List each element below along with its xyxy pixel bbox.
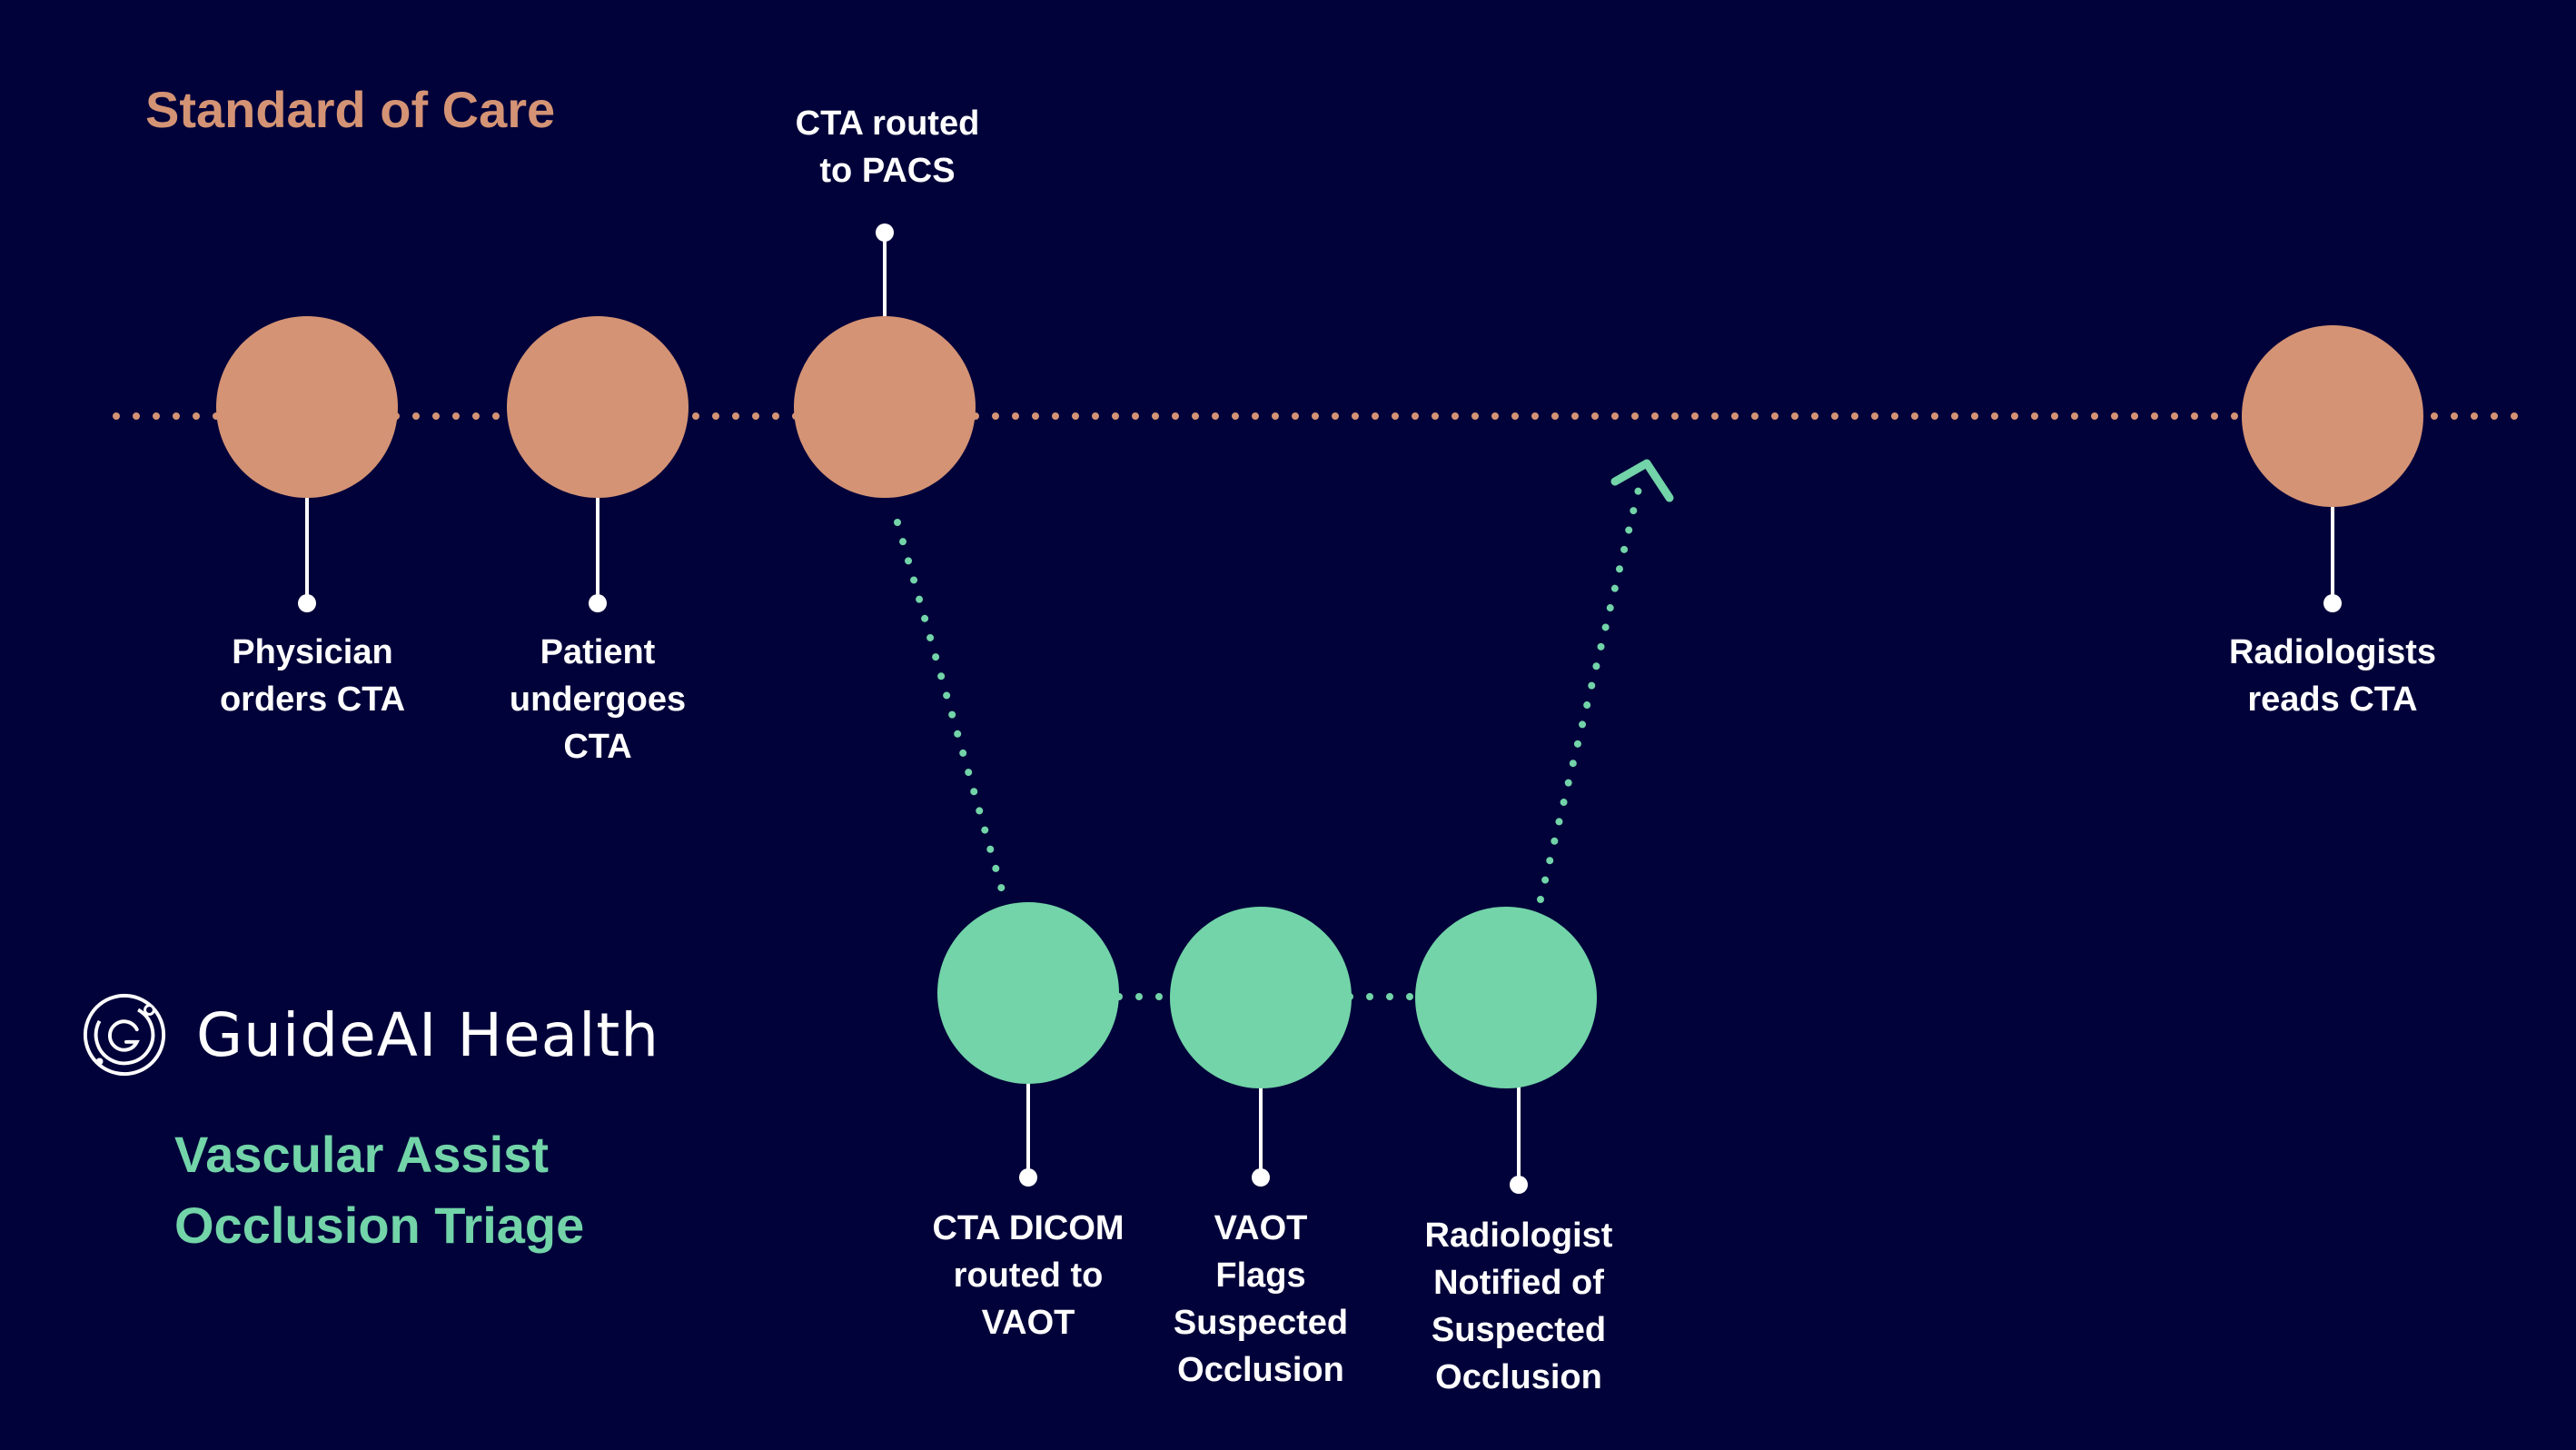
stem-dot-patient <box>589 594 607 612</box>
stem-dot-physician <box>298 594 316 612</box>
label-routed-pacs: CTA routed to PACS <box>795 104 980 190</box>
stem-dot-pacs <box>876 223 894 242</box>
vascular-assist-title: Vascular Assist Occlusion Triage <box>174 1126 585 1254</box>
guideai-logo-icon <box>83 993 166 1077</box>
node-dicom-routed <box>937 902 1119 1084</box>
stem-dot-dicom <box>1019 1168 1037 1187</box>
vaot-branch-down <box>894 519 1008 903</box>
stem-dot-notified <box>1510 1176 1528 1194</box>
node-radiologists-reads <box>2242 325 2423 507</box>
stem-dot-radiologists <box>2323 594 2342 612</box>
brand-name: GuideAI Health <box>196 999 660 1070</box>
standard-of-care-title: Standard of Care <box>145 81 556 138</box>
vaot-branch-up <box>1537 478 1644 903</box>
node-routed-pacs <box>794 316 976 498</box>
stem-dot-flags <box>1252 1168 1270 1187</box>
node-physician-orders <box>216 316 398 498</box>
label-dicom-routed: CTA DICOM routed to VAOT <box>932 1209 1125 1342</box>
label-patient-undergoes: Patient undergoes CTA <box>509 633 687 766</box>
label-radiologists-reads: Radiologists reads CTA <box>2228 633 2437 719</box>
vaot-arrowhead-icon <box>1610 459 1674 502</box>
label-physician-orders: Physician orders CTA <box>219 633 406 719</box>
label-radiologist-notified: Radiologist Notified of Suspected Occlus… <box>1424 1217 1613 1396</box>
node-vaot-flags <box>1170 907 1352 1088</box>
node-radiologist-notified <box>1415 907 1597 1088</box>
label-vaot-flags: VAOT Flags Suspected Occlusion <box>1173 1209 1349 1389</box>
brand-logo: GuideAI Health <box>80 990 659 1079</box>
node-patient-undergoes <box>507 316 689 498</box>
